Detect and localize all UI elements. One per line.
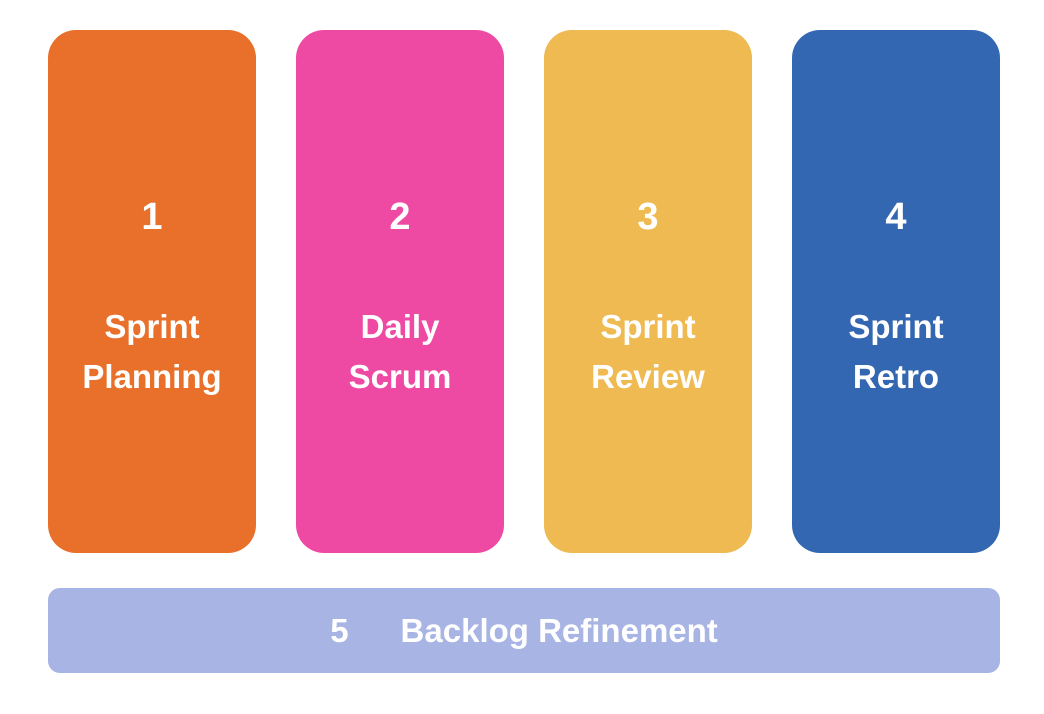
event-card-number: 1 xyxy=(141,196,163,238)
event-card-label: Sprint Review xyxy=(591,308,705,396)
event-bar-label: Backlog Refinement xyxy=(400,612,718,649)
event-card-number: 2 xyxy=(389,196,411,238)
event-card-number: 4 xyxy=(885,196,907,238)
event-card-label: Sprint Planning xyxy=(82,308,222,396)
event-card-label: Daily Scrum xyxy=(348,308,452,396)
event-card-sprint-planning[interactable]: 1 Sprint Planning xyxy=(48,30,256,553)
event-card-sprint-retro[interactable]: 4 Sprint Retro xyxy=(792,30,1000,553)
event-bar-backlog-refinement[interactable]: 5 Backlog Refinement xyxy=(48,588,1000,673)
event-card-sprint-review[interactable]: 3 Sprint Review xyxy=(544,30,752,553)
scrum-events-card-row: 1 Sprint Planning 2 Daily Scrum 3 Sprint… xyxy=(48,30,1000,553)
event-card-label: Sprint Retro xyxy=(848,308,944,396)
event-card-daily-scrum[interactable]: 2 Daily Scrum xyxy=(296,30,504,553)
event-card-number: 3 xyxy=(637,196,659,238)
event-bar-number: 5 xyxy=(330,612,349,649)
